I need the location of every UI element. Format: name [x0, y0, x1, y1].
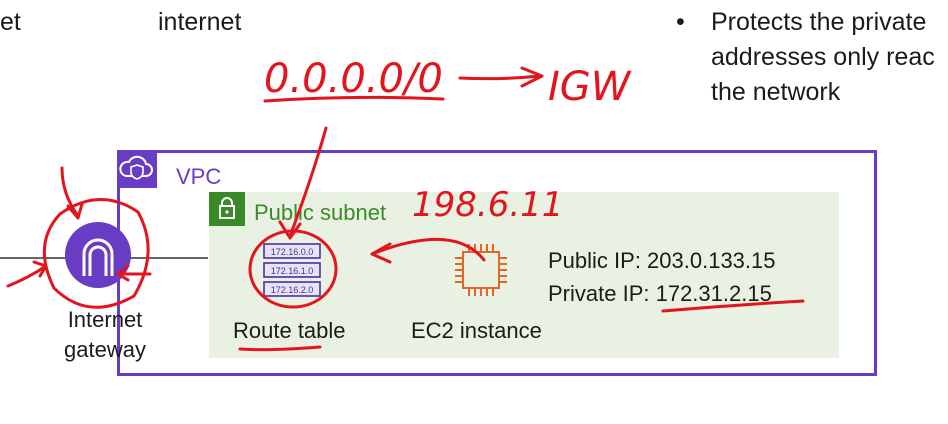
annotation-address: 198.6.11 — [412, 185, 563, 225]
arrow-into-gateway-top — [60, 166, 80, 218]
route-entry-1: 172.16.0.0 — [271, 247, 314, 257]
bullet-marker: • — [676, 8, 685, 36]
route-table-circle — [248, 229, 338, 309]
vpc-label: VPC — [176, 164, 222, 189]
public-ip-text: Public IP: 203.0.133.15 — [548, 248, 776, 273]
arrow-ec2-to-route-table — [370, 237, 486, 262]
route-table-icon — [263, 243, 321, 297]
bullet-text-line-3: the network — [711, 78, 841, 106]
private-ip-underline — [661, 299, 805, 313]
route-underline — [263, 95, 445, 103]
ec2-instance-label: EC2 instance — [411, 318, 542, 343]
bullet-text-line-1: Protects the private — [711, 8, 927, 36]
lock-icon — [209, 192, 245, 226]
private-ip-text: Private IP: 172.31.2.15 — [548, 281, 772, 306]
route-table-underline — [238, 345, 322, 352]
top-middle-text: internet — [158, 8, 242, 36]
route-entry-2: 172.16.1.0 — [271, 266, 314, 276]
arrow-into-gateway-left — [6, 264, 48, 288]
top-left-text-fragment: et — [0, 8, 21, 36]
internet-gateway-label: Internet gateway — [40, 305, 170, 365]
internet-gateway-icon — [65, 222, 131, 288]
bullet-text-line-2: addresses only reac — [711, 43, 935, 71]
annotation-target: IGW — [548, 64, 632, 110]
arrow-to-igw-head — [520, 66, 544, 88]
ec2-chip-icon — [455, 244, 507, 296]
internet-gateway-label-line-1: Internet — [67, 307, 143, 332]
annotation-route: 0.0.0.0/0 — [264, 56, 443, 102]
gateway-circle — [42, 198, 150, 309]
vpc-cloud-icon — [117, 150, 157, 188]
route-entry-3: 172.16.2.0 — [271, 285, 314, 295]
internet-gateway-label-line-2: gateway — [64, 337, 146, 362]
arrow-to-route-table — [288, 126, 328, 238]
public-subnet-label: Public subnet — [254, 200, 387, 225]
arrow-ec2-to-route-table-head — [370, 242, 392, 264]
handwritten-annotations — [6, 66, 805, 352]
arrow-to-route-table-head — [278, 220, 302, 240]
route-table-label: Route table — [233, 318, 346, 343]
arrow-to-igw — [458, 74, 542, 81]
